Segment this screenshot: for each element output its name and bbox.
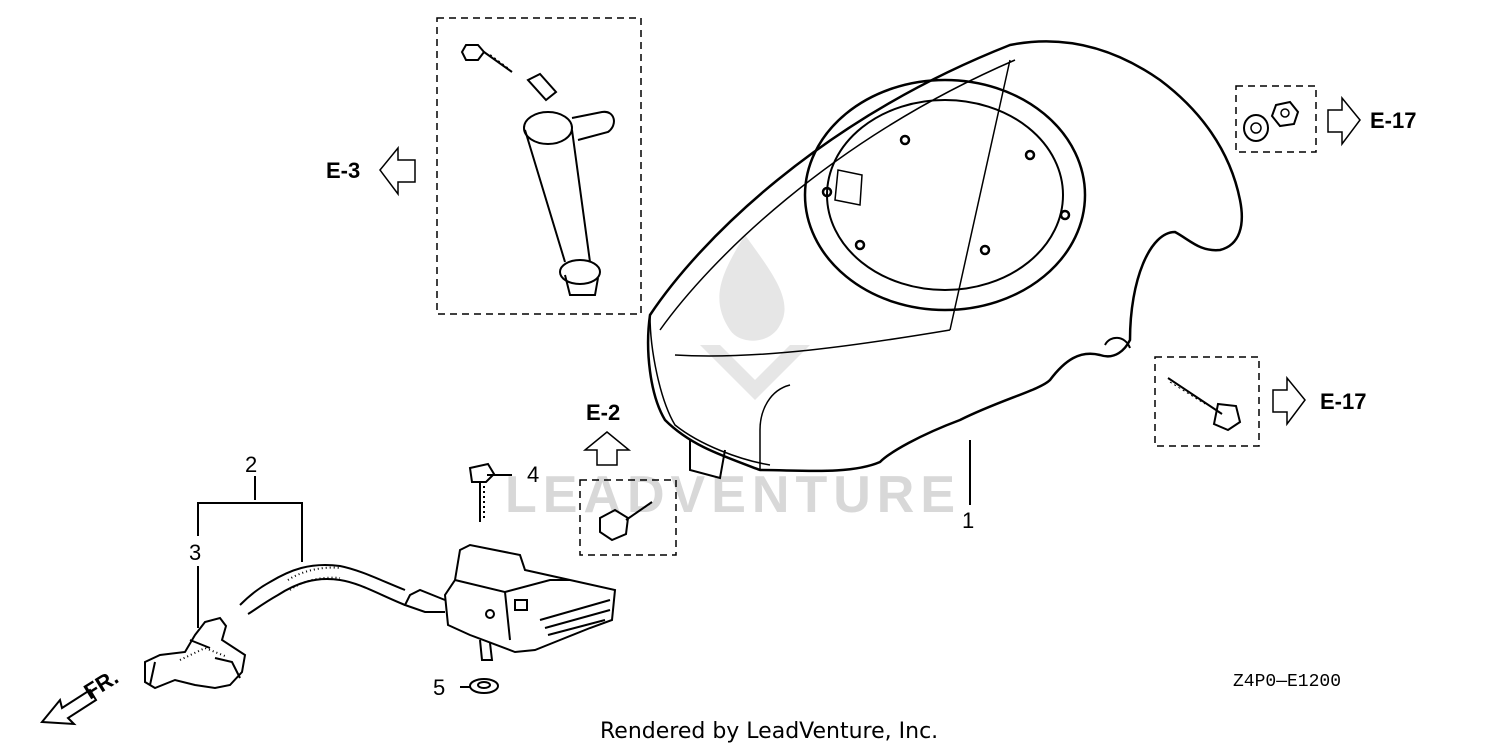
ignition-coil	[403, 462, 617, 661]
diagram-code: Z4P0—E1200	[1233, 672, 1341, 692]
e17-bottom-reference: E-17	[1154, 356, 1366, 447]
arrow-down-left-icon	[39, 688, 98, 726]
part-number-2: 2	[245, 452, 257, 477]
e3-reference: E-3	[326, 145, 416, 197]
watermark-text: LEADVENTURE	[505, 466, 961, 524]
arrow-left-icon	[379, 145, 416, 197]
arrow-right-icon	[1272, 375, 1306, 427]
washer	[469, 678, 499, 694]
front-direction-marker: FR.	[39, 664, 123, 726]
watermark: LEADVENTURE	[505, 235, 961, 524]
part-number-1: 1	[962, 508, 974, 533]
oil-filler-collar	[526, 72, 558, 102]
cover-bolt	[1167, 377, 1223, 415]
spark-plug-lead	[239, 564, 406, 615]
arrow-right-icon	[1327, 95, 1361, 147]
e17-top-reference: E-17	[1235, 85, 1416, 153]
footer-credit: Rendered by LeadVenture, Inc.	[600, 719, 938, 744]
fan-cover	[646, 40, 1244, 505]
e17-top-label: E-17	[1370, 108, 1416, 133]
oil-filler-tube	[523, 110, 615, 296]
part-number-5: 5	[433, 675, 445, 700]
e2-label: E-2	[586, 400, 620, 425]
e3-label: E-3	[326, 158, 360, 183]
callouts	[197, 474, 971, 688]
part-number-4: 4	[527, 462, 539, 487]
part-number-3: 3	[189, 540, 201, 565]
watermark-flame-icon	[700, 235, 810, 400]
e17-bottom-label: E-17	[1320, 389, 1366, 414]
oil-filler-group	[436, 17, 642, 315]
spark-plug-cap	[144, 616, 247, 690]
arrow-up-icon	[582, 431, 632, 466]
oil-filler-bolt	[460, 44, 513, 73]
e2-reference: E-2	[579, 400, 677, 556]
nut	[1270, 100, 1300, 128]
grommet	[1243, 114, 1269, 142]
